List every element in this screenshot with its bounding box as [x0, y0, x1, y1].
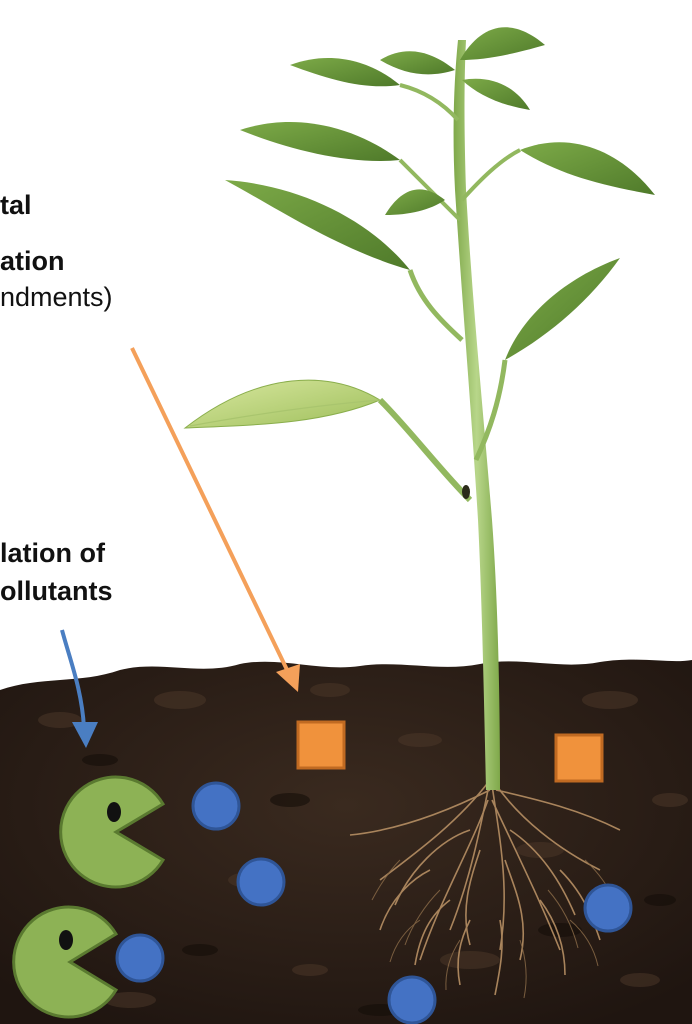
pollutant-dot [583, 883, 633, 933]
amendment-square [296, 720, 346, 770]
amendment-markers [296, 720, 604, 783]
pollutant-markers [115, 781, 633, 1024]
plant-roots-fine [371, 859, 617, 999]
pollutant-dot [236, 857, 286, 907]
label-amendments-fragment: ndments) [0, 282, 113, 312]
plant-leaves [183, 27, 655, 429]
label-degradation-line-1: lation of [0, 538, 105, 568]
pollutant-dot [115, 933, 165, 983]
plant-stem [377, 40, 521, 790]
pacman-icon [59, 775, 166, 889]
label-remediation-fragment: ation [0, 246, 65, 276]
label-degradation-line-2: ollutants [0, 576, 113, 606]
label-environmental-fragment: tal [0, 190, 32, 220]
degradation-arrow [60, 629, 98, 748]
pacman-icon [12, 905, 119, 1019]
pollutant-dot [387, 975, 437, 1024]
plant-roots [349, 779, 621, 996]
amendment-square [554, 733, 604, 783]
pollutant-dot [191, 781, 241, 831]
amendment-arrow [130, 347, 300, 692]
